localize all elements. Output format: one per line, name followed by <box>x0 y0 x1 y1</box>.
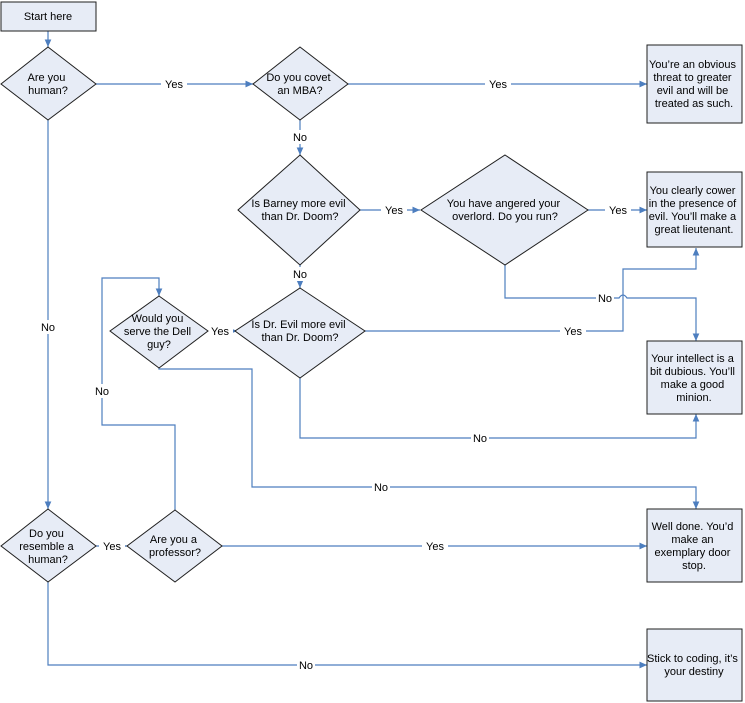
node-result-lieutenant-line-1: You clearly cower <box>650 185 736 197</box>
node-start: Start here <box>0 1 97 32</box>
node-covet-mba-line-2: an MBA? <box>277 85 322 97</box>
node-are-you-human-line-2: human? <box>28 85 68 97</box>
label-dell-yes: Yes <box>211 326 229 338</box>
node-result-doorstop-line-4: stop. <box>682 560 706 572</box>
svg-text:You clearly cower in t: You clearly cower in the presence of evi… <box>649 185 740 236</box>
label-barney-yes: Yes <box>385 205 403 217</box>
node-result-lieutenant-line-2: in the presence of <box>649 198 737 210</box>
label-mba-no: No <box>293 132 307 144</box>
label-human-yes: Yes <box>165 79 183 91</box>
node-barney-line-1: Is Barney more evil <box>251 198 345 210</box>
svg-text:Stick to coding, it’s: Stick to coding, it’s your destiny <box>647 653 741 678</box>
node-dr-evil: Is Dr. Evil more evil than Dr. Doom? <box>234 287 366 379</box>
label-drevil-no: No <box>473 433 487 445</box>
node-dell-line-2: serve the Dell <box>124 326 191 338</box>
node-result-lieutenant: You clearly cower in the presence of evi… <box>646 171 743 248</box>
label-barney-no: No <box>293 269 307 281</box>
svg-text:Do you resemble a: Do you resemble a human? <box>19 528 76 566</box>
edge-dell-no <box>158 368 700 509</box>
node-professor-line-2: professor? <box>149 547 201 559</box>
edge-drevil-yes <box>365 248 700 332</box>
edge-drevil-no <box>299 378 700 439</box>
svg-text:You have angered your: You have angered your overlord. Do you r… <box>447 198 563 223</box>
svg-text:Do you covet an MBA?: Do you covet an MBA? <box>266 72 333 97</box>
label-professor-yes: Yes <box>426 541 444 553</box>
node-resemble-human-line-2: resemble a <box>19 541 74 553</box>
node-barney: Is Barney more evil than Dr. Doom? <box>237 154 361 266</box>
node-start-line-1: Start here <box>24 11 72 23</box>
label-mba-yes: Yes <box>489 79 507 91</box>
node-result-doorstop: Well done. You’d make an exemplary door … <box>646 508 743 583</box>
node-dell-line-1: Would you <box>132 313 184 325</box>
node-covet-mba: Do you covet an MBA? <box>252 46 349 121</box>
node-are-you-human-line-1: Are you <box>28 72 66 84</box>
node-barney-line-2: than Dr. Doom? <box>261 211 338 223</box>
edge-resemble-no <box>47 582 647 669</box>
label-overlord-yes: Yes <box>609 205 627 217</box>
node-dell-line-3: guy? <box>147 339 171 351</box>
label-resemble-no: No <box>299 660 313 672</box>
node-overlord: You have angered your overlord. Do you r… <box>420 154 589 266</box>
node-result-threat: You’re an obvious threat to greater evil… <box>646 44 743 124</box>
node-are-you-human: Are you human? <box>0 46 97 121</box>
node-dell: Would you serve the Dell guy? <box>109 295 209 369</box>
node-resemble-human: Do you resemble a human? <box>0 508 97 583</box>
node-covet-mba-line-1: Do you covet <box>266 72 330 84</box>
node-result-minion-line-3: make a good <box>661 379 725 391</box>
label-professor-no: No <box>95 386 109 398</box>
node-result-minion-line-1: Your intellect is a <box>651 353 735 365</box>
node-result-doorstop-line-3: exemplary door <box>655 547 731 559</box>
svg-text:Start here: Start here <box>24 11 72 23</box>
svg-text:Are you a professor?: Are you a professor? <box>149 534 201 559</box>
node-result-coding-line-2: your destiny <box>664 666 724 678</box>
node-result-threat-line-2: threat to greater <box>653 72 732 84</box>
svg-text:Would you serve the De: Would you serve the Dell guy? <box>124 313 194 351</box>
svg-text:You’re an obvious thre: You’re an obvious threat to greater evil… <box>649 59 739 110</box>
edge-labels: Yes Yes No Yes Yes No No Yes Yes No No N… <box>39 77 631 672</box>
node-result-doorstop-line-2: make an <box>671 534 713 546</box>
node-resemble-human-line-1: Do you <box>29 528 64 540</box>
svg-text:Your intellect is a bi: Your intellect is a bit dubious. You’ll … <box>650 353 738 404</box>
label-dell-no: No <box>374 482 388 494</box>
node-result-coding: Stick to coding, it’s your destiny <box>646 628 743 702</box>
svg-text:Well done. You’d make: Well done. You’d make an exemplary door … <box>652 521 737 572</box>
node-dr-evil-line-2: than Dr. Doom? <box>261 332 338 344</box>
node-result-minion-line-2: bit dubious. You’ll <box>650 366 735 378</box>
svg-text:Is Dr. Evil more evil: Is Dr. Evil more evil than Dr. Doom? <box>251 319 348 344</box>
node-result-coding-line-1: Stick to coding, it’s <box>647 653 738 665</box>
label-human-no: No <box>41 322 55 334</box>
node-result-threat-line-4: treated as such. <box>655 98 733 110</box>
label-drevil-yes: Yes <box>564 326 582 338</box>
node-overlord-line-1: You have angered your <box>447 198 561 210</box>
node-result-threat-line-3: evil and will be <box>657 85 729 97</box>
node-overlord-line-2: overlord. Do you run? <box>452 211 558 223</box>
node-result-lieutenant-line-4: great lieutenant. <box>655 224 734 236</box>
node-dr-evil-line-1: Is Dr. Evil more evil <box>251 319 345 331</box>
edge-professor-no <box>101 277 176 510</box>
node-result-threat-line-1: You’re an obvious <box>649 59 737 71</box>
node-result-minion-line-4: minion. <box>676 392 711 404</box>
node-professor: Are you a professor? <box>126 509 223 583</box>
svg-text:Is Barney more evil th: Is Barney more evil than Dr. Doom? <box>251 198 348 223</box>
node-result-lieutenant-line-3: evil. You’ll make a <box>649 211 737 223</box>
node-professor-line-1: Are you a <box>150 534 198 546</box>
node-resemble-human-line-3: human? <box>28 554 68 566</box>
label-overlord-no: No <box>598 293 612 305</box>
node-result-minion: Your intellect is a bit dubious. You’ll … <box>646 340 743 415</box>
label-resemble-yes: Yes <box>103 541 121 553</box>
node-result-doorstop-line-1: Well done. You’d <box>652 521 734 533</box>
svg-text:Are you human?: Are you human? <box>28 72 69 97</box>
